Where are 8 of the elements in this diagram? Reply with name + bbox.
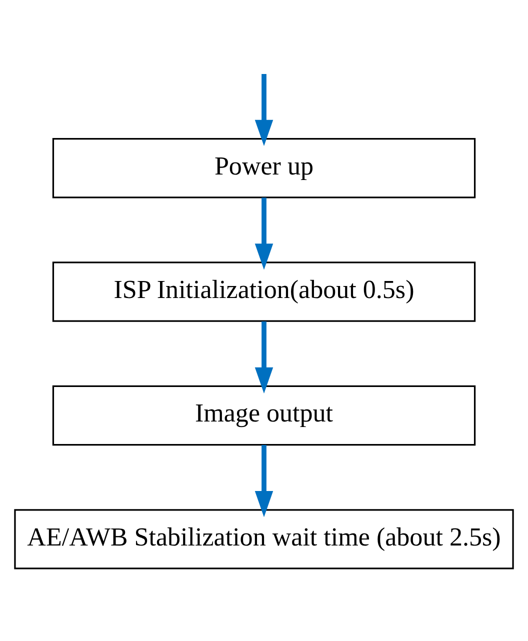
arrow [254,321,274,394]
node-box: ISP Initialization(about 0.5s) [52,262,476,322]
node-box: AE/AWB Stabilization wait time (about 2.5s) [14,509,514,570]
node-box: Image output [52,385,476,446]
node-box: Power up [52,138,476,198]
arrow [254,74,274,146]
arrow [254,445,274,518]
arrow [254,198,274,270]
